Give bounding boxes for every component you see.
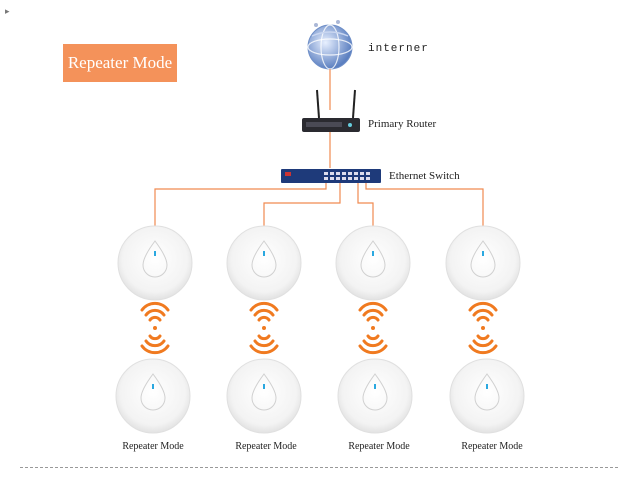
router-label: Primary Router (368, 118, 437, 130)
cable-ap-3 (357, 183, 374, 228)
router-icon (302, 89, 360, 132)
cable-ap-4 (365, 183, 484, 228)
wifi-bidirectional-icon (468, 301, 498, 355)
switch-icon (281, 169, 381, 183)
access-point-icon (226, 225, 302, 301)
cable-ap-2 (263, 183, 341, 228)
mode-title: Repeater Mode (63, 44, 177, 82)
corner-marker-icon: ▸ (5, 6, 10, 16)
access-point-icon (226, 358, 302, 434)
wifi-links (140, 301, 498, 355)
cable-ap-1 (154, 183, 327, 228)
wifi-bidirectional-icon (249, 301, 279, 355)
access-point-icon (445, 225, 521, 301)
divider (20, 467, 618, 468)
repeater-label-2: Repeater Mode (235, 441, 297, 452)
ap-cables (154, 183, 484, 228)
internet-label: interner (368, 43, 429, 55)
lower-access-points (115, 358, 525, 434)
repeater-label-3: Repeater Mode (348, 441, 410, 452)
access-point-icon (449, 358, 525, 434)
access-point-icon (117, 225, 193, 301)
access-point-icon (335, 225, 411, 301)
globe-icon (307, 20, 353, 70)
access-point-icon (115, 358, 191, 434)
repeater-label-4: Repeater Mode (461, 441, 523, 452)
repeater-label-1: Repeater Mode (122, 441, 184, 452)
upper-access-points (117, 225, 521, 301)
switch-label: Ethernet Switch (389, 170, 460, 182)
access-point-icon (337, 358, 413, 434)
wifi-bidirectional-icon (358, 301, 388, 355)
wifi-bidirectional-icon (140, 301, 170, 355)
